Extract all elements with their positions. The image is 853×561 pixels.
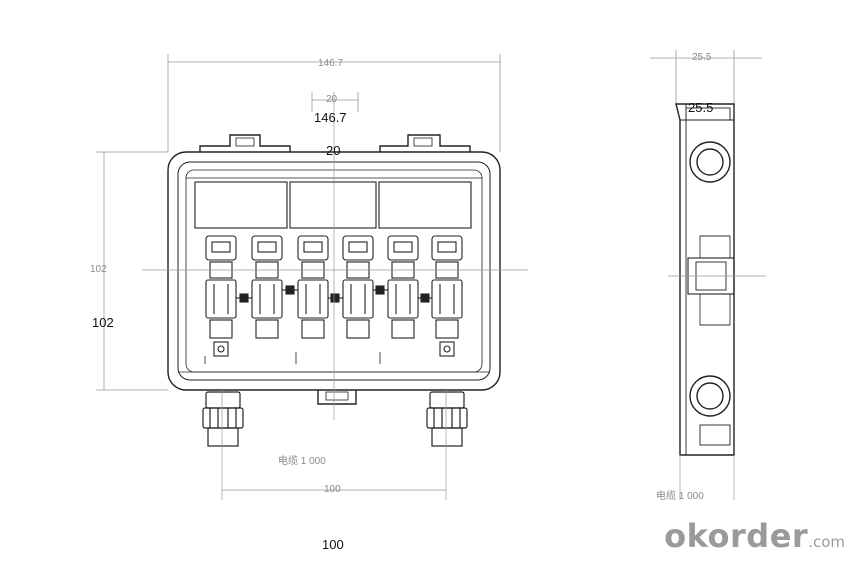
side-view	[675, 103, 735, 456]
latch-left	[199, 134, 291, 152]
side-gland-bottom	[689, 375, 731, 417]
diode-5	[418, 293, 432, 303]
side-width-dimension-faint: 25.5	[692, 52, 712, 63]
cable-note-right: 电缆 1 000	[656, 491, 704, 502]
terminal-4	[342, 235, 374, 339]
top-width-dimension-faint: 146.7	[318, 58, 344, 69]
pitch-dimension: 20	[326, 143, 341, 158]
cable-gland-right	[426, 391, 468, 447]
side-gland-top	[689, 141, 731, 183]
terminal-1	[205, 235, 237, 357]
height-dimension-faint: 102	[90, 264, 107, 275]
diode-4	[373, 285, 388, 295]
bottom-width-dimension-faint: 100	[324, 484, 341, 495]
okorder-watermark: okorder.com	[664, 517, 845, 555]
diode-1	[236, 293, 252, 303]
cable-gland-left	[202, 391, 244, 447]
centre-lines	[142, 92, 528, 500]
top-width-dimension: 146.7	[314, 110, 347, 125]
diode-2	[282, 285, 298, 295]
cable-note-left: 电缆 1 000	[278, 456, 326, 467]
compartment-1	[194, 181, 288, 229]
terminal-6	[431, 235, 463, 357]
pitch-dimension-faint: 20	[326, 94, 338, 105]
side-width-dimension: 25.5	[688, 100, 714, 115]
bottom-width-dimension: 100	[322, 537, 344, 552]
side-body	[675, 103, 735, 456]
compartment-3	[378, 181, 472, 229]
height-dimension: 102	[92, 315, 114, 330]
terminal-row	[204, 235, 463, 364]
bottom-tab	[317, 390, 357, 405]
watermark-suffix: .com	[808, 533, 845, 551]
terminal-3	[297, 235, 329, 339]
compartment-2	[289, 181, 377, 229]
latch-right	[379, 134, 471, 152]
watermark-main: okorder	[664, 517, 809, 555]
diode-3	[328, 293, 343, 303]
terminal-5	[387, 235, 419, 339]
terminal-2	[251, 235, 283, 339]
dimension-lines	[96, 50, 762, 491]
